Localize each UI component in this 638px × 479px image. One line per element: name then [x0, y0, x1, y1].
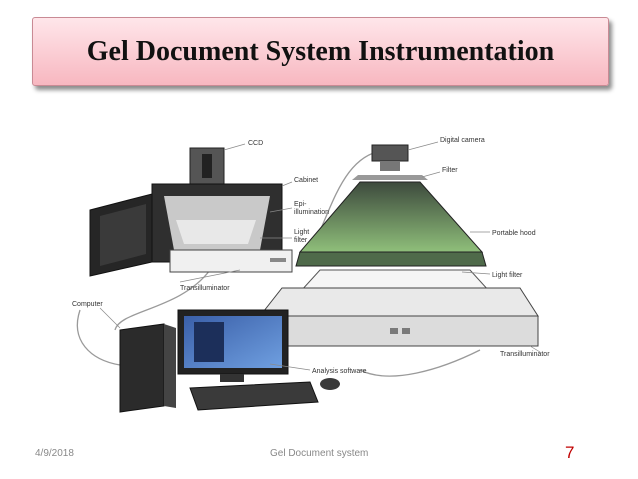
label-light: Light — [294, 229, 309, 236]
label-epi: Epi- — [294, 201, 307, 208]
label-filter: Filter — [442, 167, 458, 174]
instrumentation-diagram: CCD Cabinet Epi- illumination Light filt… — [72, 137, 550, 413]
footer-date: 4/9/2018 — [35, 448, 74, 459]
slide-title: Gel Document System Instrumentation — [86, 35, 555, 67]
label-transilluminator-left: Transilluminator — [180, 285, 230, 292]
label-ccd: CCD — [248, 140, 263, 147]
label-computer: Computer — [72, 301, 103, 308]
label-transilluminator-right: Transilluminator — [500, 351, 550, 358]
title-box: Gel Document System Instrumentation — [32, 17, 609, 86]
portable-hood-unit — [258, 144, 539, 347]
slide-number: 7 — [565, 443, 575, 462]
computer-unit — [119, 309, 340, 413]
label-portable-hood: Portable hood — [492, 230, 536, 237]
label-leaders — [99, 141, 541, 371]
label-light-filter: Light filter — [492, 272, 523, 279]
label-analysis-software: Analysis software — [312, 368, 367, 375]
footer-text: Gel Document system — [270, 448, 369, 459]
cabinet-unit — [89, 147, 293, 277]
label-cabinet: Cabinet — [294, 177, 318, 184]
label-filter-word: filter — [294, 237, 308, 244]
label-digital-camera: Digital camera — [440, 137, 485, 144]
label-illumination: illumination — [294, 209, 329, 216]
